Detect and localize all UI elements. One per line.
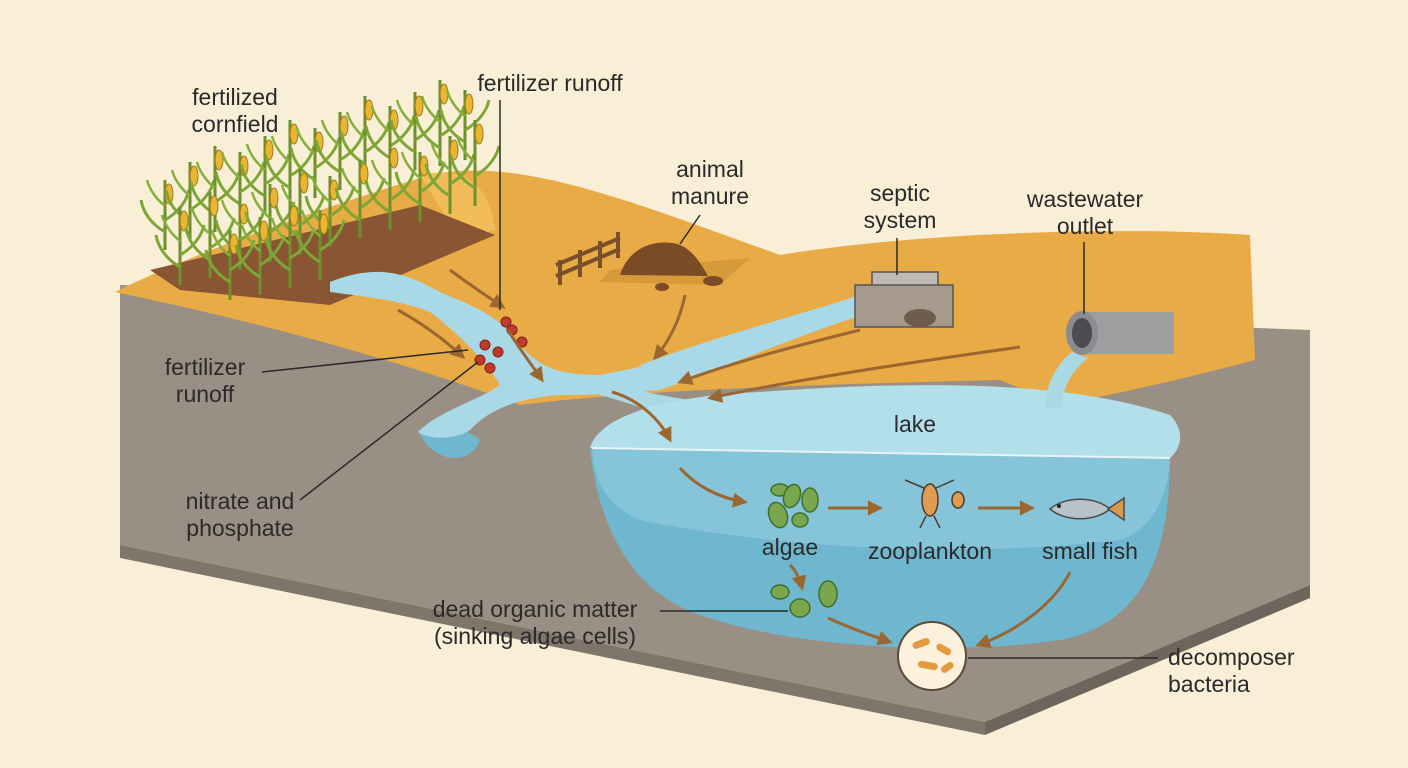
pipe-icon: [1045, 311, 1174, 408]
label-decomposer-bacteria: decomposer bacteria: [1168, 644, 1295, 697]
label-fertilizer-runoff-left: fertilizer runoff: [164, 354, 246, 407]
label-small-fish: small fish: [1042, 538, 1138, 564]
bacteria-icon: [897, 621, 967, 691]
corn-plant-icon: [364, 144, 416, 230]
lake-surface: [590, 385, 1181, 458]
label-fertilizer-runoff-top: fertilizer runoff: [477, 70, 623, 96]
corn-plant-icon: [294, 209, 346, 280]
flow-arrows: [397, 268, 1072, 649]
corn-plant-icon: [154, 207, 206, 285]
lake-shallows: [592, 448, 1170, 550]
corn-plant-icon: [424, 136, 476, 214]
corn-plant-icon: [304, 175, 356, 246]
nutrient-dot-icon: [474, 316, 528, 374]
corn-plant-icon: [439, 89, 491, 160]
corn-plant-icon: [334, 160, 386, 238]
corn-plant-icon: [164, 162, 216, 240]
corn-plant-icon: [314, 112, 366, 190]
sinking-algae-icon: [770, 580, 838, 618]
label-zooplankton: zooplankton: [867, 538, 993, 564]
corn-plants: [139, 80, 501, 300]
algae-icon: [767, 483, 819, 529]
lake-surface-line: [591, 447, 1171, 459]
corn-plant-icon: [264, 202, 316, 288]
corn-plant-icon: [239, 136, 291, 214]
cornfield-plot: [150, 205, 495, 305]
leader-lines: [261, 100, 1158, 659]
label-nitrate-phosphate: nitrate and phosphate: [185, 488, 295, 541]
label-animal-manure: animal manure: [671, 156, 749, 209]
label-lake: lake: [893, 411, 937, 437]
manure-pile-icon: [620, 242, 723, 291]
zooplankton-icon: [904, 479, 965, 529]
corn-plant-icon: [274, 169, 326, 255]
label-dead-organic-matter: dead organic matter (sinking algae cells…: [432, 596, 638, 649]
septic-tank-icon: [854, 271, 954, 328]
fish-icon: [1048, 496, 1125, 522]
fence-icon: [555, 232, 621, 285]
label-fertilized-cornfield: fertilized cornfield: [191, 84, 279, 137]
corn-plant-icon: [449, 120, 501, 206]
label-algae: algae: [761, 534, 819, 560]
corn-plant-icon: [389, 92, 441, 170]
corn-plant-icon: [189, 146, 241, 232]
label-septic-system: septic system: [863, 180, 937, 233]
label-wastewater-outlet: wastewater outlet: [1026, 186, 1144, 239]
corn-plant-icon: [234, 217, 286, 295]
corn-plant-icon: [414, 80, 466, 166]
